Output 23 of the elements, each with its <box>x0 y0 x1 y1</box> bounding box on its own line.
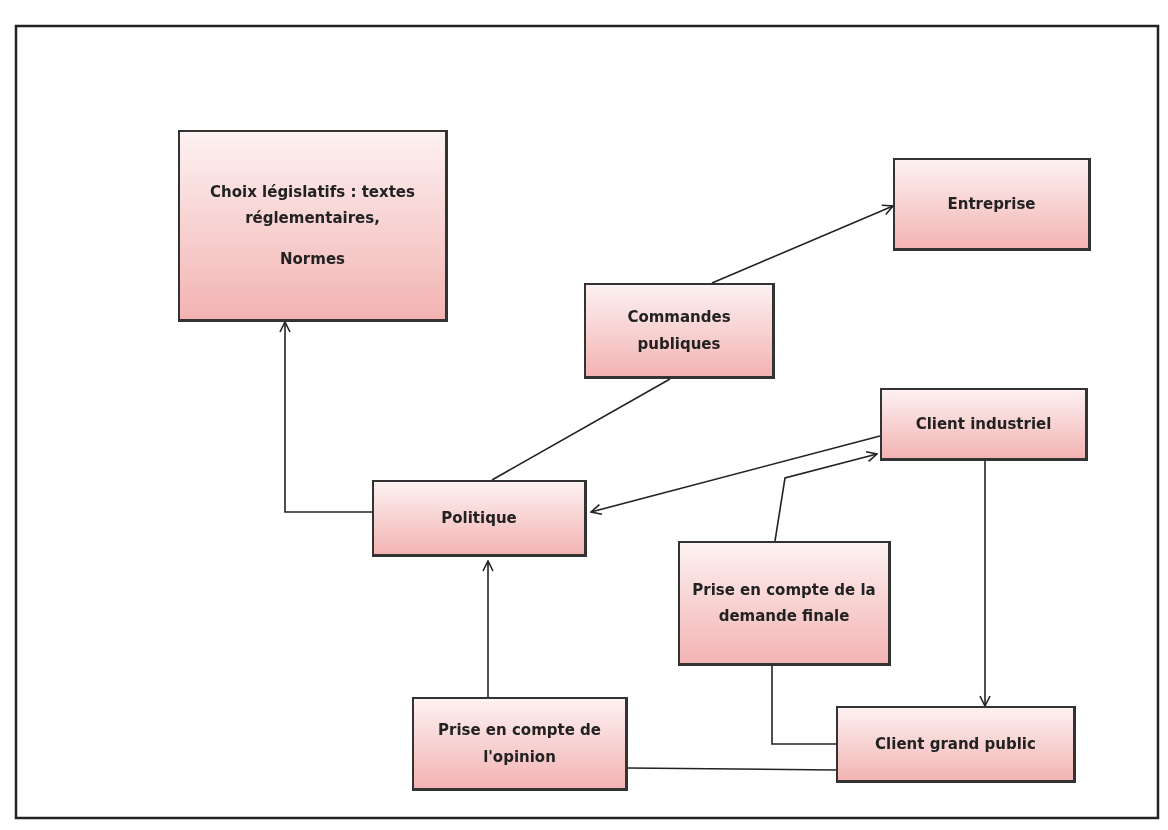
arrow <box>711 204 894 284</box>
box-label: Normes <box>280 248 345 270</box>
arrow <box>590 435 881 516</box>
arrow <box>979 460 991 707</box>
arrow <box>774 450 878 542</box>
process-box <box>372 480 587 557</box>
process-box <box>880 388 1088 461</box>
process-box <box>412 697 628 791</box>
box-label: Choix législatifs : textes réglementaires, <box>209 182 416 230</box>
box-label: Client industriel <box>915 413 1052 435</box>
box-label: Commandes publiques <box>626 307 732 355</box>
box-label: Entreprise <box>947 193 1036 215</box>
box-label: Prise en compte de la demande finale <box>691 579 877 627</box>
box-label: Client grand public <box>875 733 1036 755</box>
box-label: Prise en compte de l'opinion <box>437 720 602 768</box>
process-box <box>584 283 775 379</box>
arrow <box>279 321 373 513</box>
process-box <box>893 158 1091 251</box>
box-label: Politique <box>441 507 517 529</box>
process-box <box>178 130 448 322</box>
process-box <box>678 541 891 666</box>
arrow <box>482 560 494 698</box>
process-box <box>836 706 1076 783</box>
